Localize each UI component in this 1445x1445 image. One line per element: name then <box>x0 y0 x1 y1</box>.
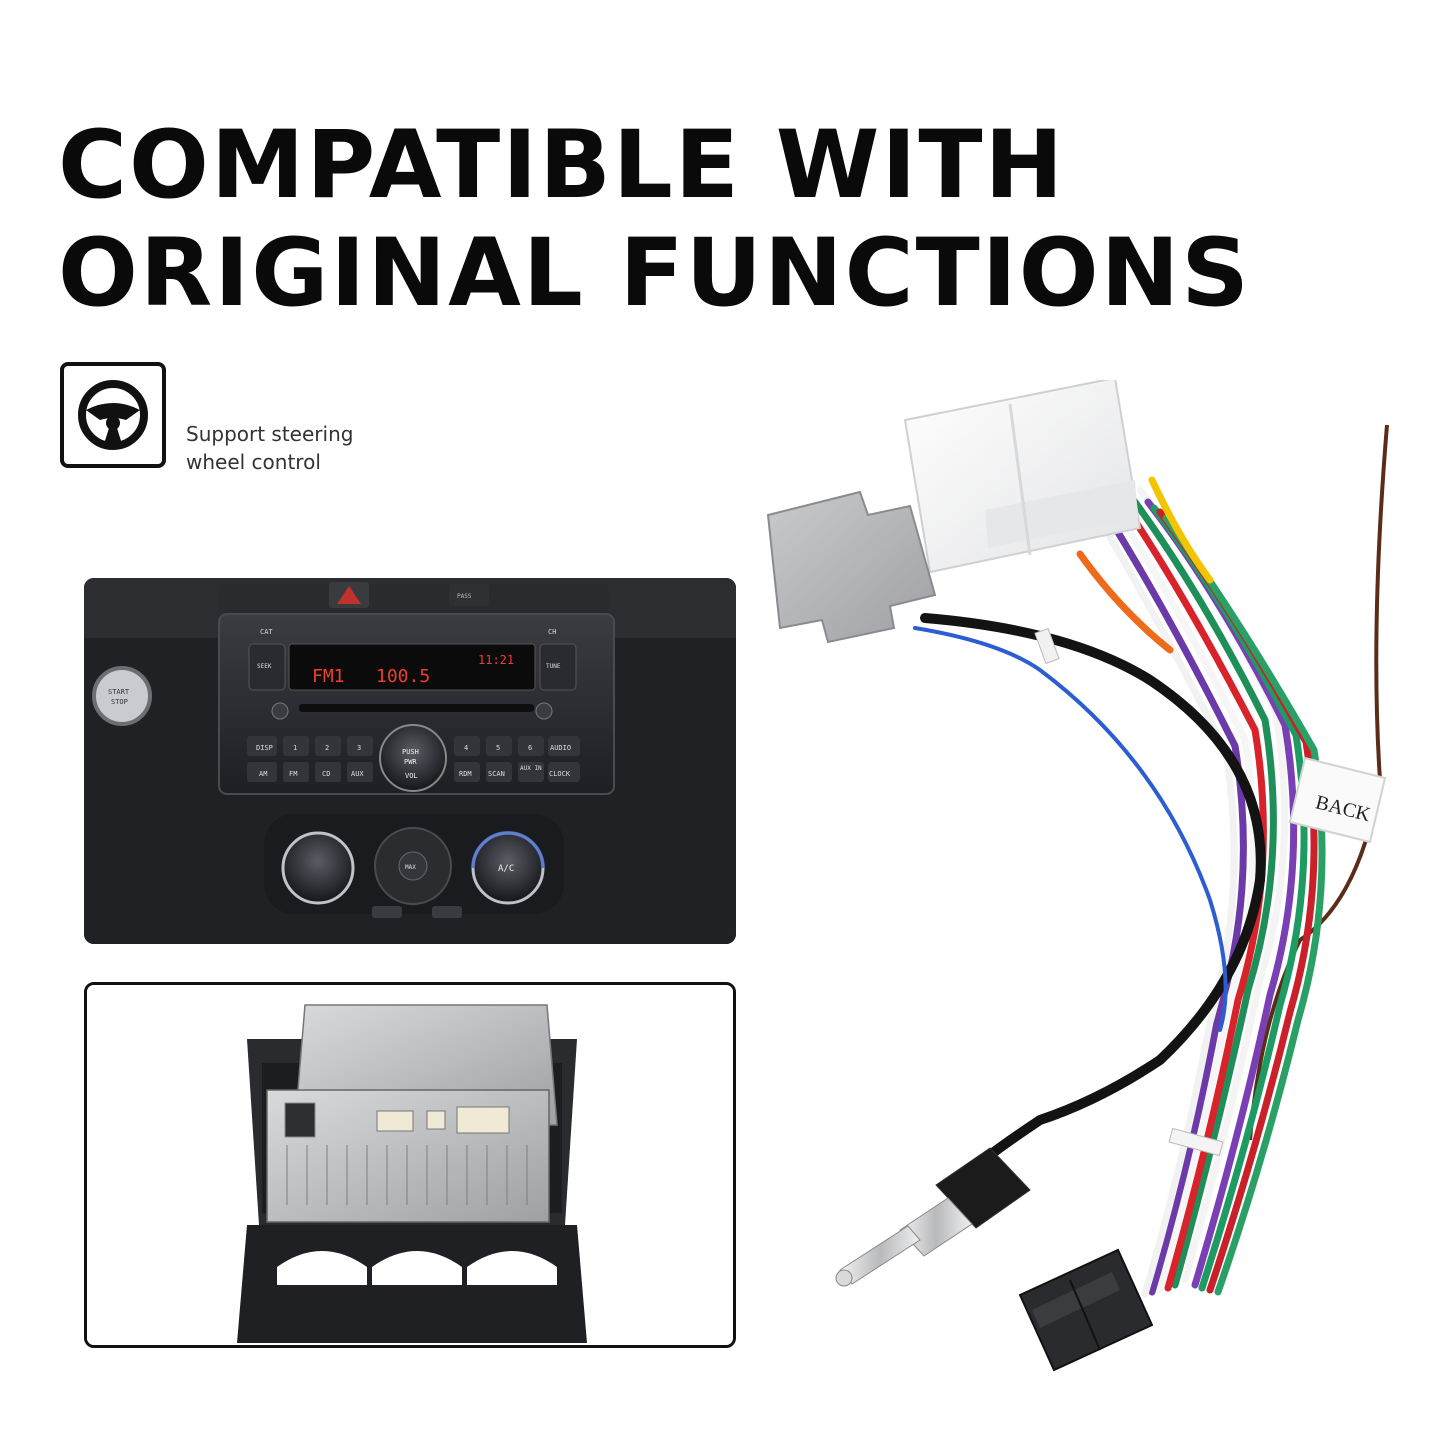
svg-text:A/C: A/C <box>498 864 514 874</box>
headline-line-2: ORIGINAL FUNCTIONS <box>58 219 1252 328</box>
svg-text:AUX: AUX <box>351 770 364 778</box>
svg-text:SEEK: SEEK <box>257 663 272 670</box>
head-unit-photo <box>84 982 736 1348</box>
svg-text:1: 1 <box>293 744 297 752</box>
svg-text:START: START <box>108 688 130 696</box>
start-stop-button <box>92 666 152 726</box>
svg-text:AUDIO: AUDIO <box>550 744 571 752</box>
radio-display-time: 11:21 <box>478 653 514 667</box>
radio-display-band: FM1 <box>312 666 345 687</box>
ch-label: CH <box>548 628 556 636</box>
svg-text:6: 6 <box>528 744 532 752</box>
back-tag: BACK <box>1288 756 1387 844</box>
steering-wheel-icon <box>60 362 166 468</box>
svg-text:PUSH: PUSH <box>402 748 419 756</box>
dashboard-photo: PASS CAT CH SEEK TUNE FM1 100.5 11:21 <box>84 578 736 944</box>
volume-knob <box>379 724 447 792</box>
svg-text:5: 5 <box>496 744 500 752</box>
svg-text:STOP: STOP <box>111 698 128 706</box>
svg-text:3: 3 <box>357 744 361 752</box>
antenna-adapter <box>835 1115 1043 1287</box>
svg-text:FM: FM <box>289 770 297 778</box>
svg-text:CLOCK: CLOCK <box>549 770 571 778</box>
svg-text:2: 2 <box>325 744 329 752</box>
cat-label: CAT <box>260 628 273 636</box>
svg-text:MAX: MAX <box>405 864 416 871</box>
feature-line-2: wheel control <box>186 450 321 474</box>
grey-connector <box>766 490 937 644</box>
svg-text:AM: AM <box>259 770 267 778</box>
svg-text:CD: CD <box>322 770 330 778</box>
svg-text:4: 4 <box>464 744 468 752</box>
svg-text:RDM: RDM <box>459 770 472 778</box>
svg-text:PWR: PWR <box>404 758 417 766</box>
wiring-harness-photo: BACK <box>740 376 1445 1380</box>
svg-text:TUNE: TUNE <box>546 663 561 670</box>
preset-buttons <box>247 736 580 782</box>
headline: COMPATIBLE WITH ORIGINAL FUNCTIONS <box>58 112 1251 328</box>
radio-display-frequency: 100.5 <box>376 666 430 687</box>
svg-text:PASS: PASS <box>457 593 472 600</box>
feature-description: Support steering wheel control <box>186 420 353 476</box>
headline-line-1: COMPATIBLE WITH <box>58 111 1066 220</box>
svg-text:VOL: VOL <box>405 772 418 780</box>
svg-text:SCAN: SCAN <box>488 770 505 778</box>
iso-connector <box>1018 1248 1154 1372</box>
feature-line-1: Support steering <box>186 422 354 446</box>
white-connector <box>903 376 1142 574</box>
svg-text:DISP: DISP <box>256 744 273 752</box>
svg-text:AUX IN: AUX IN <box>520 765 542 772</box>
